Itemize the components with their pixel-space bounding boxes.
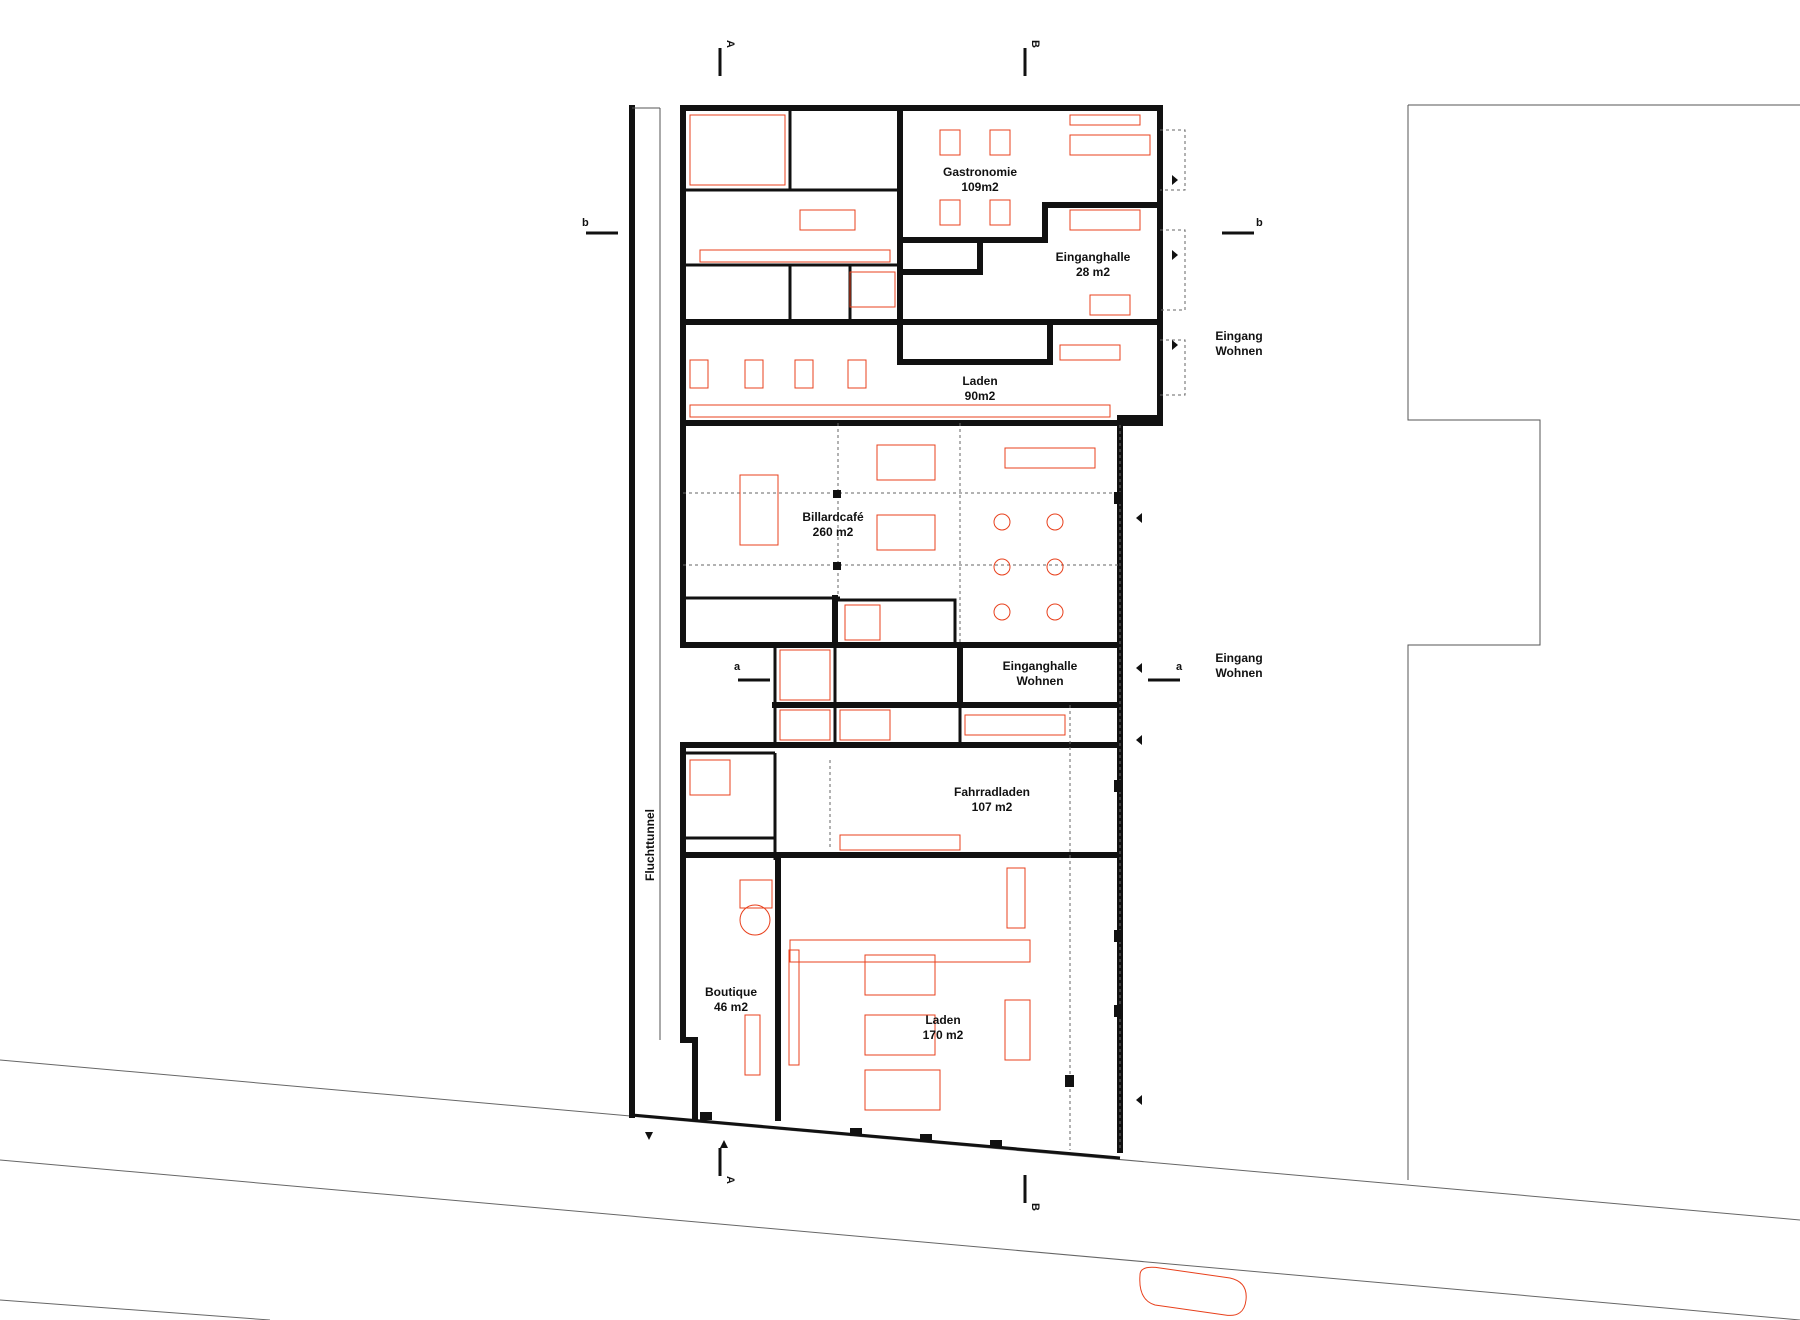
section-b-left: b	[582, 217, 589, 229]
gastronomie-name: Gastronomie	[943, 165, 1017, 179]
billardcafe-name: Billardcafé	[802, 510, 864, 524]
laden-bottom-name: Laden	[925, 1013, 960, 1027]
section-A-top: A	[724, 40, 736, 48]
eingangshalle-top-name: Einganghalle	[1056, 250, 1131, 264]
fahrradladen-area: 107 m2	[972, 800, 1013, 814]
facade-recesses	[1119, 129, 1186, 1150]
section-labels: A B A B b b a a	[582, 40, 1263, 1211]
eingang-wohnen-2-line1: Eingang	[1215, 651, 1262, 665]
fahrradladen-name: Fahrradladen	[954, 785, 1030, 799]
neighbour-outline	[1407, 105, 1541, 1180]
laden-top-name: Laden	[962, 374, 997, 388]
billardcafe-walls	[680, 420, 1123, 648]
eingangshalle-wohnen-area: Wohnen	[1016, 674, 1063, 688]
boutique-name: Boutique	[705, 985, 757, 999]
room-labels: Gastronomie 109m2 Einganghalle 28 m2 Lad…	[643, 165, 1263, 1042]
eingangshalle-wohnen-name: Einganghalle	[1003, 659, 1078, 673]
section-a-right: a	[1176, 661, 1183, 673]
core-walls	[680, 598, 1123, 1150]
entrance-arrows	[645, 175, 1178, 1148]
gastronomie-area: 109m2	[961, 180, 999, 194]
laden-top-area: 90m2	[965, 389, 996, 403]
section-a-left: a	[734, 661, 741, 673]
section-B-bottom: B	[1029, 1203, 1041, 1211]
eingang-wohnen-1-line1: Eingang	[1215, 329, 1262, 343]
car	[1139, 1266, 1247, 1316]
boutique-area: 46 m2	[714, 1000, 748, 1014]
eingangshalle-top-area: 28 m2	[1076, 265, 1110, 279]
section-B-top: B	[1029, 40, 1041, 48]
upper-interior-walls	[680, 105, 1163, 426]
fluchttunnel-label: Fluchttunnel	[643, 809, 657, 881]
section-A-bottom: A	[724, 1176, 736, 1184]
eingang-wohnen-1-line2: Wohnen	[1215, 344, 1262, 358]
section-b-right: b	[1256, 217, 1263, 229]
furniture	[689, 114, 1151, 1111]
billardcafe-area: 260 m2	[813, 525, 854, 539]
laden-bottom-area: 170 m2	[923, 1028, 964, 1042]
street	[0, 1059, 1800, 1320]
facade-columns	[700, 492, 1123, 1148]
eingang-wohnen-2-line2: Wohnen	[1215, 666, 1262, 680]
section-markers	[586, 48, 1254, 1203]
